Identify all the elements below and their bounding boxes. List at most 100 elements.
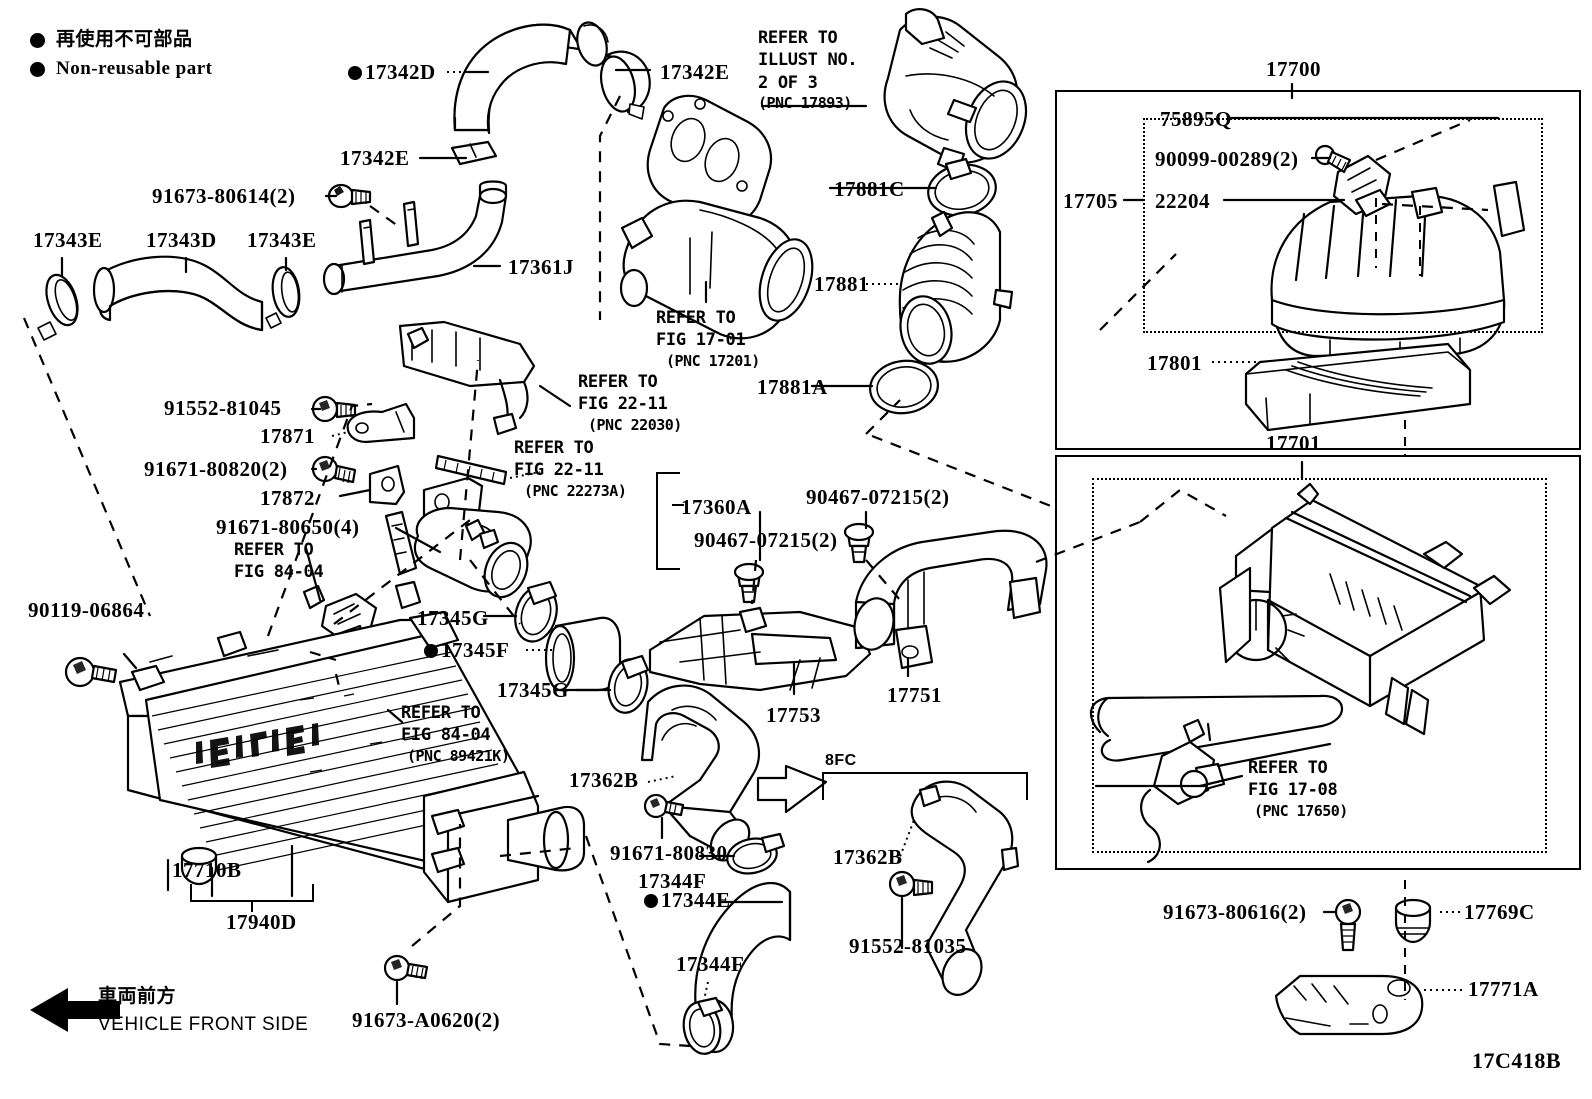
art-grommet-17769C — [1396, 900, 1430, 942]
part-label-17881A[interactable]: 17881A — [757, 375, 828, 399]
part-label-17345F[interactable]: 17345F — [424, 638, 509, 663]
art-pipe-17362B-right — [912, 782, 1018, 1002]
part-label-17751[interactable]: 17751 — [887, 683, 942, 707]
bracket-17940D-stem — [251, 900, 253, 912]
art-bracket-17871 — [348, 404, 414, 442]
part-label-90119-06864[interactable]: 90119-06864 — [28, 598, 145, 622]
refer-line-3: 2 OF 3 — [758, 72, 818, 93]
part-label-17753[interactable]: 17753 — [766, 703, 821, 727]
part-label-91552-81035[interactable]: 91552-81035 — [849, 934, 967, 958]
part-label-17360A[interactable]: 17360A — [681, 495, 752, 519]
group-box-17700 — [1055, 90, 1581, 450]
art-clamp-17881C — [924, 159, 1000, 221]
refer-line-pnc: (PNC 22273A) — [524, 481, 627, 500]
part-label-91552-81045[interactable]: 91552-81045 — [164, 396, 282, 420]
part-label-17342E-top[interactable]: 17342E — [660, 60, 730, 84]
art-clip-17342E-left — [452, 142, 496, 164]
part-label-17362B-right[interactable]: 17362B — [833, 845, 903, 869]
art-clamp-17344F-top — [724, 834, 784, 878]
part-label-17871[interactable]: 17871 — [260, 424, 315, 448]
part-label-17710B[interactable]: 17710B — [172, 858, 242, 882]
part-label-91671-80830[interactable]: 91671-80830 — [610, 841, 728, 865]
part-label-17881C[interactable]: 17881C — [834, 177, 905, 201]
refer-note-fig84-04-a[interactable]: REFER TO FIG 84-04 — [234, 539, 324, 584]
part-label-17701[interactable]: 17701 — [1266, 431, 1321, 455]
legend-nonreusable-en: Non-reusable part — [56, 58, 213, 79]
part-label-17344E[interactable]: 17344E — [644, 888, 731, 913]
part-label-91673-A0620[interactable]: 91673-A0620(2) — [352, 1008, 501, 1032]
part-label-17361J[interactable]: 17361J — [508, 255, 574, 279]
art-hose-17343D — [94, 257, 262, 330]
part-label-17344F-bot[interactable]: 17344F — [676, 952, 745, 976]
refer-note-fig84-04-b[interactable]: REFER TO FIG 84-04 (PNC 89421K) — [401, 702, 510, 767]
refer-note-fig22-11-b[interactable]: REFER TO FIG 22-11 (PNC 22273A) — [514, 437, 627, 502]
refer-line-pnc: (PNC 17650) — [1254, 801, 1348, 820]
part-label-17881[interactable]: 17881 — [814, 272, 869, 296]
refer-line-2: FIG 22-11 — [578, 394, 668, 415]
art-aircleaner-cap-17700 — [1272, 182, 1524, 358]
part-label-17700[interactable]: 17700 — [1266, 57, 1321, 81]
part-label-17343D[interactable]: 17343D — [146, 228, 217, 252]
legend-nonreusable-jp: 再使用不可部品 — [56, 28, 193, 50]
refer-line-pnc: (PNC 22030) — [588, 415, 682, 434]
refer-note-illust-2of3[interactable]: REFER TO ILLUST NO. 2 OF 3 (PNC 17893) — [758, 27, 858, 114]
figure-code: 17C418B — [1472, 1048, 1562, 1073]
part-label-17343E-mid[interactable]: 17343E — [247, 228, 317, 252]
refer-note-fig17-01[interactable]: REFER TO FIG 17-01 (PNC 17201) — [656, 307, 760, 372]
part-label-17345G-bot[interactable]: 17345G — [497, 678, 569, 702]
art-clamp-17345G-top — [509, 582, 563, 647]
part-label-17801[interactable]: 17801 — [1147, 351, 1202, 375]
art-bolt-91673-A0620 — [385, 956, 427, 980]
part-label-17343E-left[interactable]: 17343E — [33, 228, 103, 252]
part-label-91673-80614[interactable]: 91673-80614(2) — [152, 184, 296, 208]
art-bracket-17872 — [370, 466, 404, 504]
part-label-22204[interactable]: 22204 — [1155, 189, 1210, 213]
group-box-17701-inner — [1092, 478, 1547, 853]
art-assembly-17360A — [304, 478, 535, 670]
art-aircleaner-case-17701 — [1091, 484, 1510, 862]
part-label-17344F-top[interactable]: 17344F — [638, 869, 707, 893]
refer-note-fig17-08[interactable]: REFER TO FIG 17-08 (PNC 17650) — [1248, 757, 1348, 822]
art-throttle-22030 — [400, 322, 534, 434]
part-label-91671-80820[interactable]: 91671-80820(2) — [144, 457, 288, 481]
part-label-90467-07215-b[interactable]: 90467-07215(2) — [806, 485, 950, 509]
art-duct-17753 — [650, 608, 870, 690]
group-box-17701 — [1055, 455, 1581, 870]
part-label-17342E-left[interactable]: 17342E — [340, 146, 410, 170]
part-label-17771A[interactable]: 17771A — [1468, 977, 1539, 1001]
art-projection-lines — [24, 96, 1488, 1046]
part-label-17872[interactable]: 17872 — [260, 486, 315, 510]
refer-line-2: ILLUST NO. — [758, 50, 858, 71]
refer-line-pnc: (PNC 17201) — [666, 351, 760, 370]
art-screw-91673-80616 — [1336, 900, 1360, 950]
part-label-90099-00289[interactable]: 90099-00289(2) — [1155, 147, 1299, 171]
refer-note-fig22-11-a[interactable]: REFER TO FIG 22-11 (PNC 22030) — [578, 371, 682, 436]
art-clip-90467-07215-b — [845, 524, 873, 562]
refer-line-1: REFER TO — [656, 308, 736, 328]
part-label-17705[interactable]: 17705 — [1063, 189, 1118, 213]
part-label-17342D[interactable]: 17342D — [348, 60, 436, 85]
part-label-17345G-top[interactable]: 17345G — [417, 606, 489, 630]
art-hose-17345F — [546, 618, 620, 690]
art-pipe-17361J — [324, 182, 506, 295]
part-label-17940D[interactable]: 17940D — [226, 910, 297, 934]
vehicle-front-en: VEHICLE FRONT SIDE — [98, 1014, 309, 1035]
part-label-17362B-left[interactable]: 17362B — [569, 768, 639, 792]
bracket-8FC — [822, 772, 1028, 800]
art-duct-17751 — [849, 531, 1046, 668]
refer-line-2: FIG 17-01 — [656, 330, 746, 351]
part-label-17769C[interactable]: 17769C — [1464, 900, 1535, 924]
art-screw-91552-81035 — [890, 872, 932, 896]
refer-line-1: REFER TO — [401, 703, 481, 723]
refer-line-2: FIG 84-04 — [401, 725, 491, 746]
part-label-91671-80650[interactable]: 91671-80650(4) — [216, 515, 360, 539]
part-label-91673-80616[interactable]: 91673-80616(2) — [1163, 900, 1307, 924]
art-bolt-91671-80830 — [645, 795, 683, 817]
refer-line-1: REFER TO — [514, 438, 594, 458]
front-arrow-icon — [30, 988, 120, 1032]
part-label-90467-07215-a[interactable]: 90467-07215(2) — [694, 528, 838, 552]
art-turbo-assembly — [621, 96, 822, 339]
art-bracket-17771A — [1276, 976, 1422, 1034]
art-ring-17343E-mid — [266, 265, 302, 328]
